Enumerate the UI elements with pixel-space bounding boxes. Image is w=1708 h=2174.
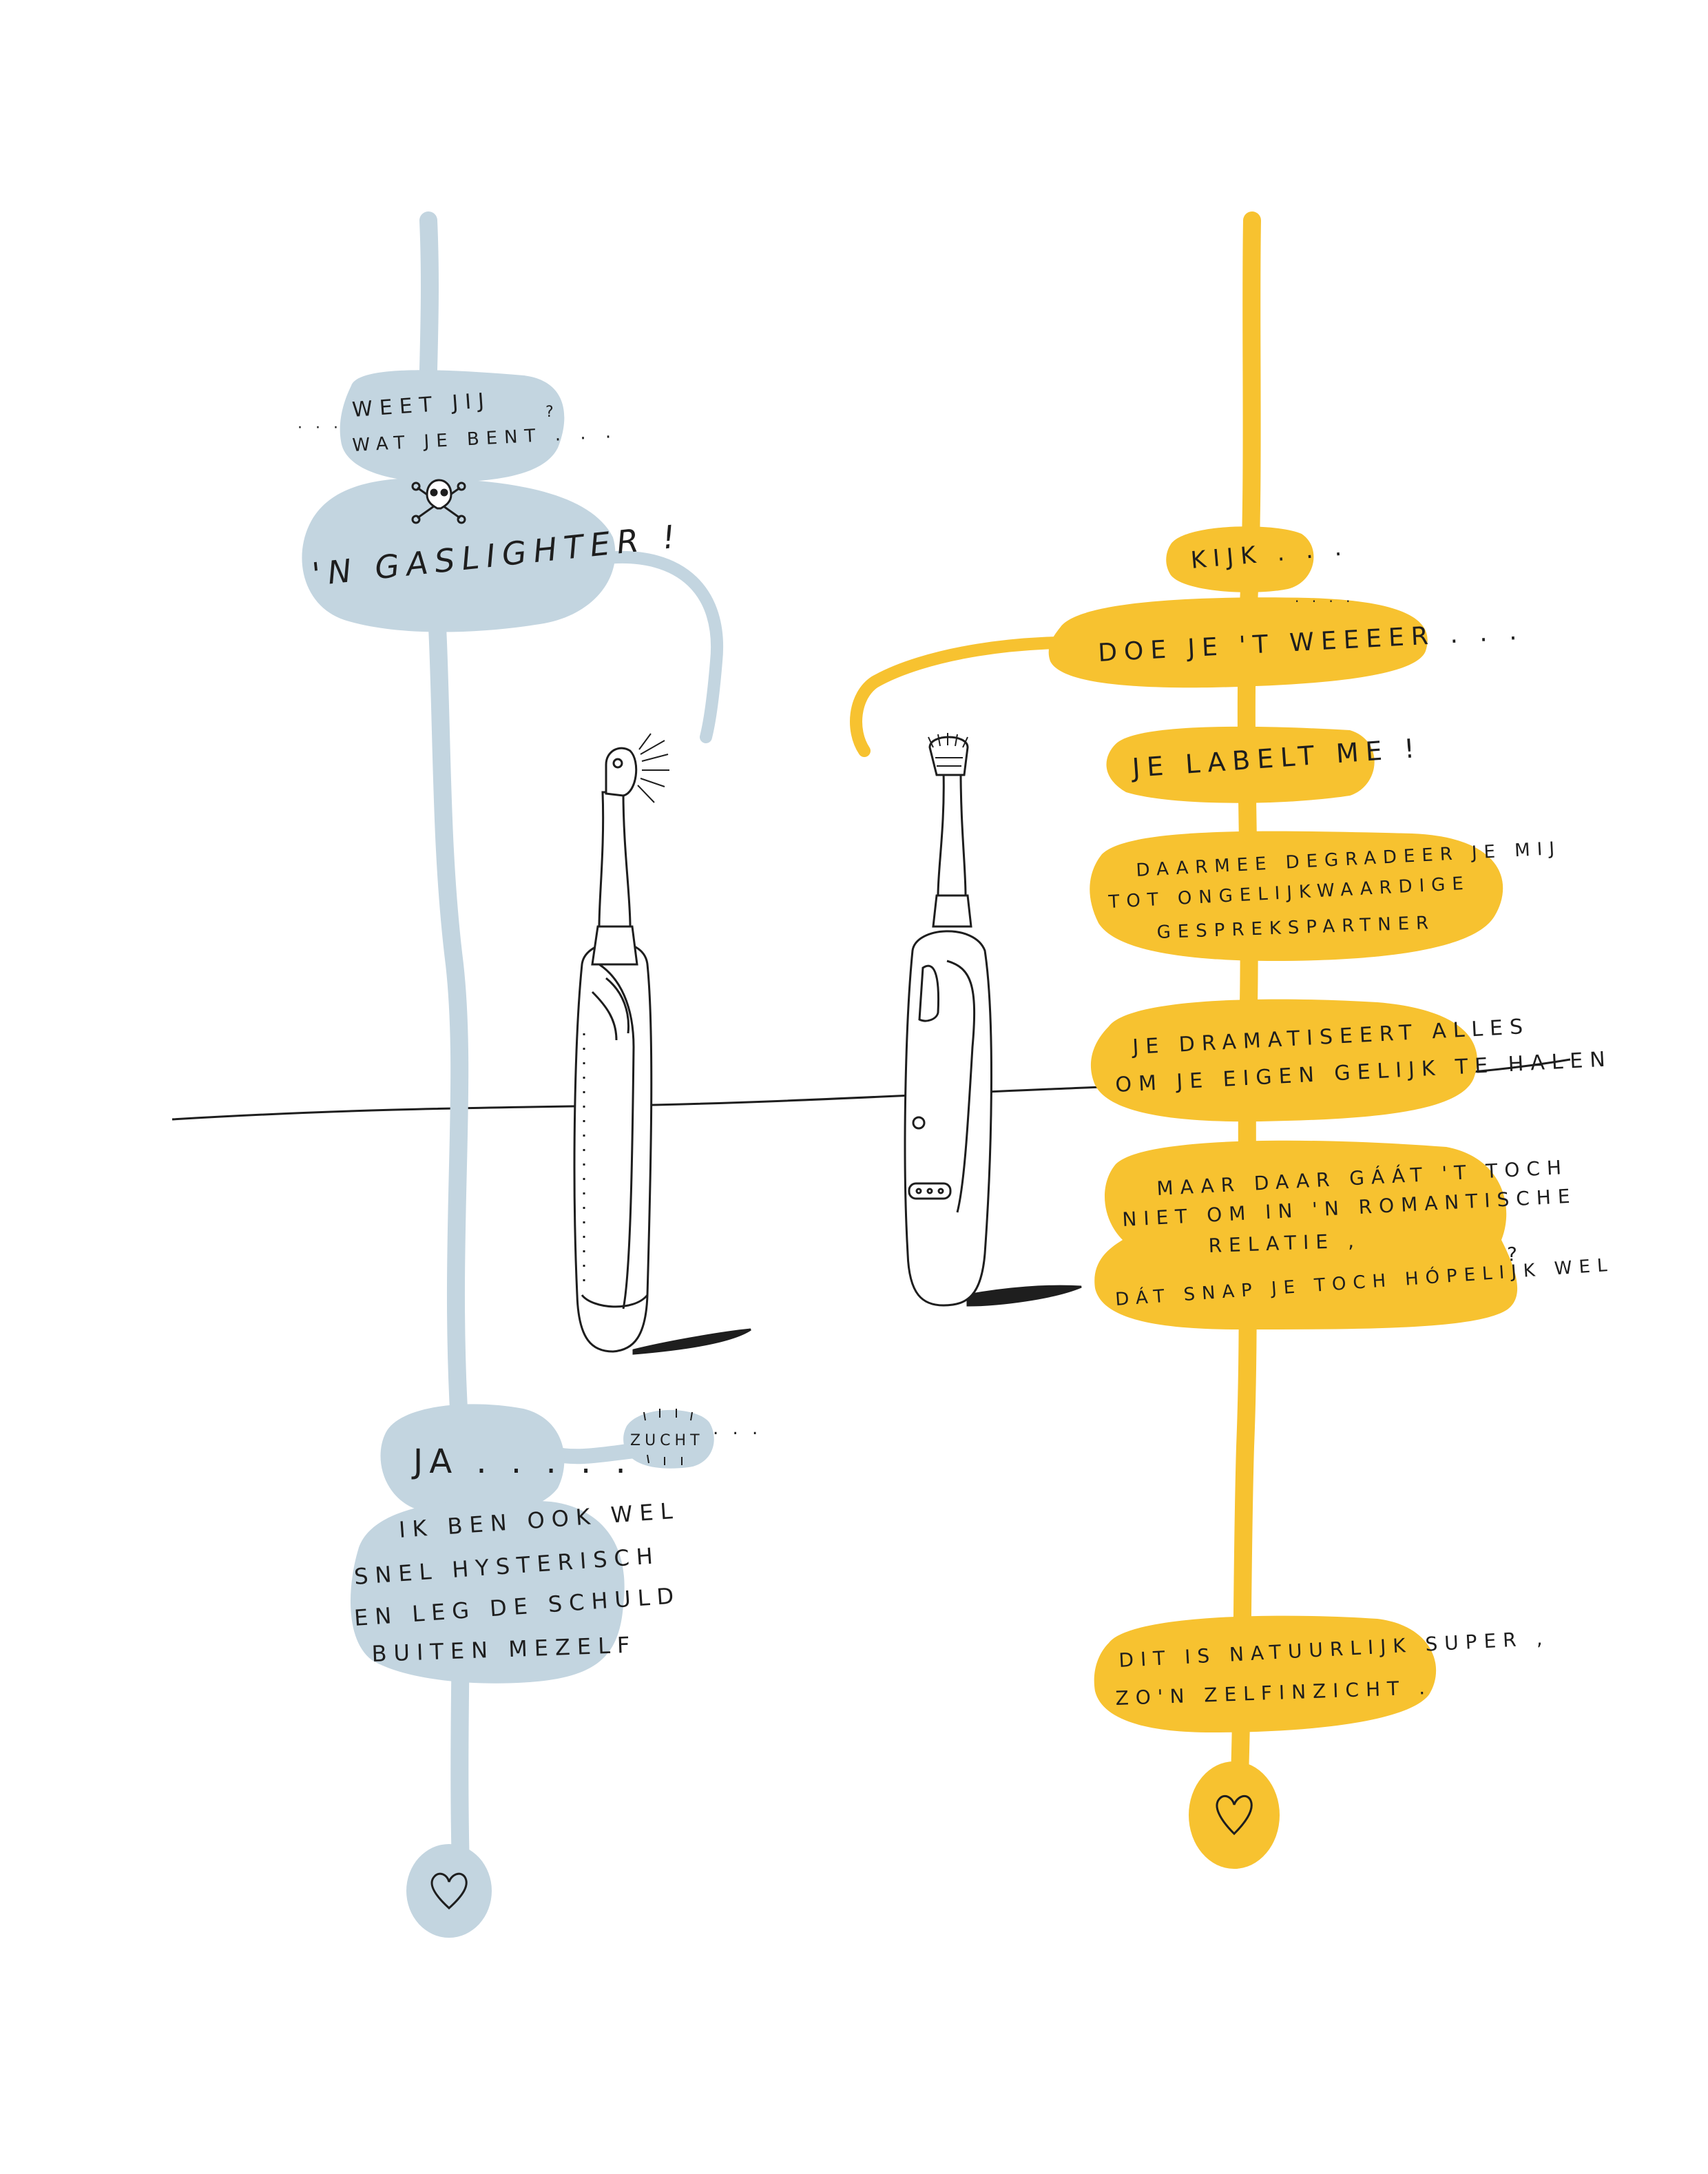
right-thread: KIJK . . . · · · · DOE JE 'T WEEEER . . …	[850, 211, 1614, 1869]
right-bubble-1	[1166, 526, 1314, 592]
right-bubble-2	[1048, 597, 1428, 688]
right-bubble-2-dots: · · · ·	[1295, 593, 1355, 610]
left-bubble-4	[350, 1499, 625, 1684]
left-bubble-1-lead: · · ·	[298, 420, 342, 437]
skull-and-crossbones-icon	[411, 479, 466, 524]
left-sigh-trail: . . .	[713, 1418, 762, 1439]
right-bubble-3	[1106, 726, 1375, 803]
right-bubble-7	[1094, 1615, 1437, 1732]
left-thread: · · · WEET JIJ WAT JE BENT . . . ? 'N GA…	[298, 211, 762, 1938]
left-sigh-text: ZUCHT	[630, 1432, 704, 1449]
electric-toothbrush-icon	[904, 733, 1082, 1307]
left-tail-line	[600, 550, 724, 743]
right-bubble-5	[1090, 999, 1477, 1122]
left-bubble-3-text: JA . . . . .	[411, 1442, 633, 1481]
left-bubble-1	[340, 370, 565, 482]
right-bubble-6	[1094, 1140, 1518, 1329]
left-bubble-1-trail: ?	[545, 404, 561, 421]
left-sigh-bubble	[623, 1409, 714, 1469]
right-bubble-6-line-3: RELATIE ,	[1208, 1229, 1361, 1257]
right-heart-node	[1189, 1761, 1280, 1869]
left-bubble-3	[380, 1404, 565, 1515]
heart-icon	[1216, 1795, 1253, 1836]
left-heart-node	[406, 1844, 492, 1938]
right-bubble-4	[1090, 831, 1503, 961]
left-bubble-2	[302, 477, 616, 632]
right-bubble-6-trail: ?	[1507, 1243, 1524, 1265]
electric-toothbrush-round-head-icon	[573, 733, 751, 1355]
right-tail-line	[850, 636, 1122, 757]
heart-icon	[430, 1872, 468, 1910]
sigh-marks	[643, 1409, 693, 1465]
